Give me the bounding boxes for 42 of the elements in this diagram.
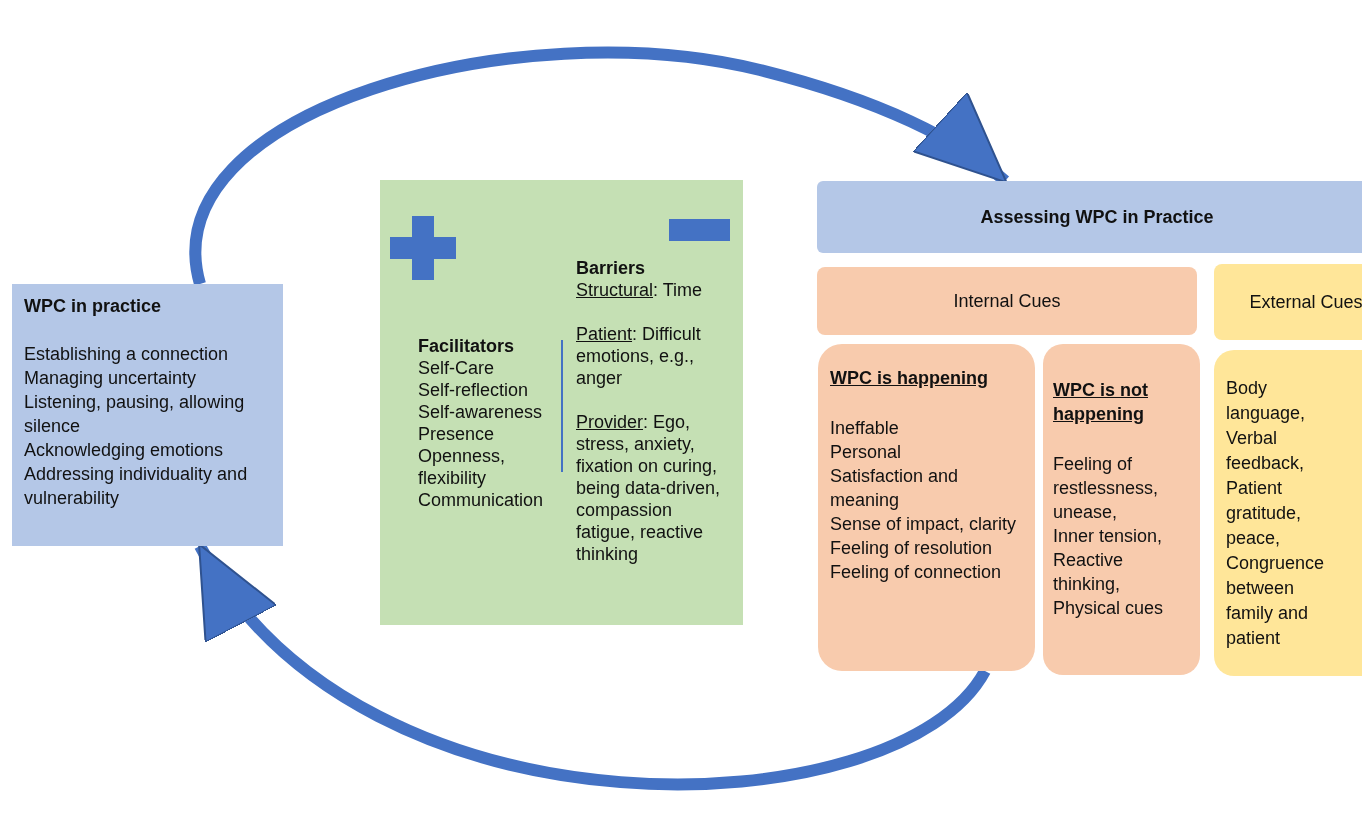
band-heading: External Cues	[1249, 291, 1362, 314]
list-item: Self-awareness	[418, 401, 544, 423]
list-item: Presence	[418, 423, 496, 445]
heading: Facilitators	[418, 335, 516, 357]
list-item: Self-Care	[418, 357, 496, 379]
list-item: Addressing individuality and vulnerability	[24, 463, 249, 510]
list-item: Feeling of connection	[830, 561, 1003, 584]
list-item: Openness, flexibility	[418, 445, 507, 489]
list-item: Self-reflection	[418, 379, 530, 401]
list-item: Inner tension,	[1053, 525, 1164, 548]
list-item: Establishing a connection	[24, 343, 230, 366]
practice-box	[12, 284, 283, 546]
list-item: Physical cues	[1053, 597, 1165, 620]
list-item: Body language, Verbal feedback, Patient gratitude, peace, Congruence between family and patient	[1226, 377, 1326, 650]
list-item: Patient: Difficult emotions, e.g., anger	[576, 323, 702, 389]
curved-arrow	[190, 46, 1009, 285]
list-item: Listening, pausing, allowing silence	[24, 391, 246, 438]
header-band	[1214, 264, 1362, 340]
list-item: Feeling of restlessness, unease,	[1053, 453, 1160, 524]
header-band	[817, 181, 1362, 253]
cue-box	[1214, 350, 1362, 676]
cue-box	[818, 344, 1035, 671]
list-item: Sense of impact, clarity	[830, 513, 1018, 536]
band-heading: Assessing WPC in Practice	[980, 206, 1214, 229]
heading: WPC in practice	[24, 295, 163, 318]
list-item: Provider: Ego, stress, anxiety, fixation on curing, being data-driven, compassion fatigue, reactive thinking	[576, 411, 721, 565]
list-item: Communication	[418, 489, 545, 511]
list-item: Reactive thinking,	[1053, 549, 1125, 596]
cue-box	[1043, 344, 1200, 675]
heading: WPC is not happening	[1053, 379, 1149, 426]
heading: Barriers	[576, 257, 647, 279]
heading: WPC is happening	[830, 367, 989, 390]
list-item: Managing uncertainty	[24, 367, 198, 390]
list-item: Structural: Time	[576, 279, 704, 301]
factors-panel	[380, 180, 743, 625]
header-band	[817, 267, 1197, 335]
list-item: Satisfaction and meaning	[830, 465, 960, 512]
band-heading: Internal Cues	[953, 290, 1061, 313]
list-item: Personal	[830, 441, 903, 464]
list-item: Ineffable	[830, 417, 900, 440]
list-item: Acknowledging emotions	[24, 439, 225, 462]
list-item: Feeling of resolution	[830, 537, 994, 560]
